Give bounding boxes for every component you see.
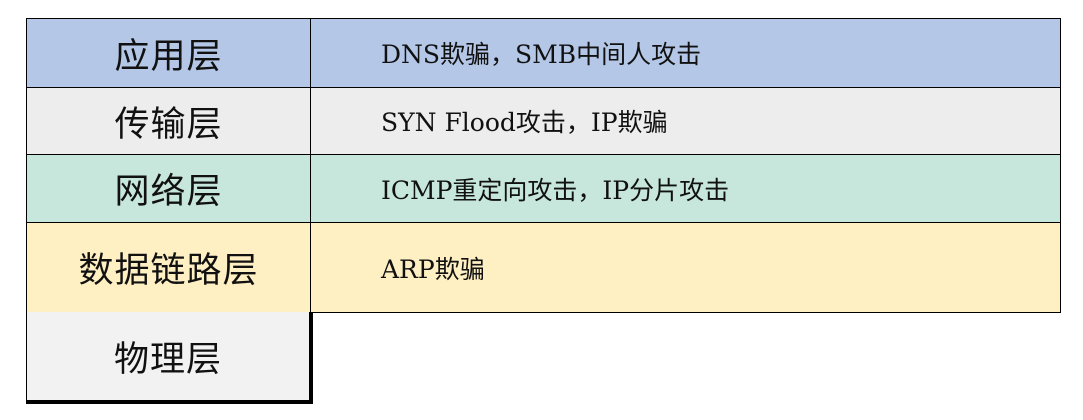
attack-list: ARP欺骗 (381, 254, 485, 284)
row-transport-layer: 传输层 SYN Flood攻击，IP欺骗 (26, 88, 1061, 155)
layer-name: 物理层 (113, 339, 222, 380)
attack-list: DNS欺骗，SMB中间人攻击 (381, 40, 702, 69)
layer-name: 应用层 (27, 19, 311, 87)
row-data-link-layer: 数据链路层 ARP欺骗 (26, 223, 1061, 313)
layer-name: 网络层 (27, 155, 311, 222)
physical-layer-cell: 物理层 (26, 312, 313, 404)
attack-list: ICMP重定向攻击，IP分片攻击 (381, 175, 730, 205)
layer-name: 数据链路层 (27, 223, 311, 312)
layer-name: 传输层 (27, 88, 311, 154)
row-application-layer: 应用层 DNS欺骗，SMB中间人攻击 (26, 18, 1061, 88)
attack-list: SYN Flood攻击，IP欺骗 (381, 108, 668, 137)
row-network-layer: 网络层 ICMP重定向攻击，IP分片攻击 (26, 155, 1061, 223)
